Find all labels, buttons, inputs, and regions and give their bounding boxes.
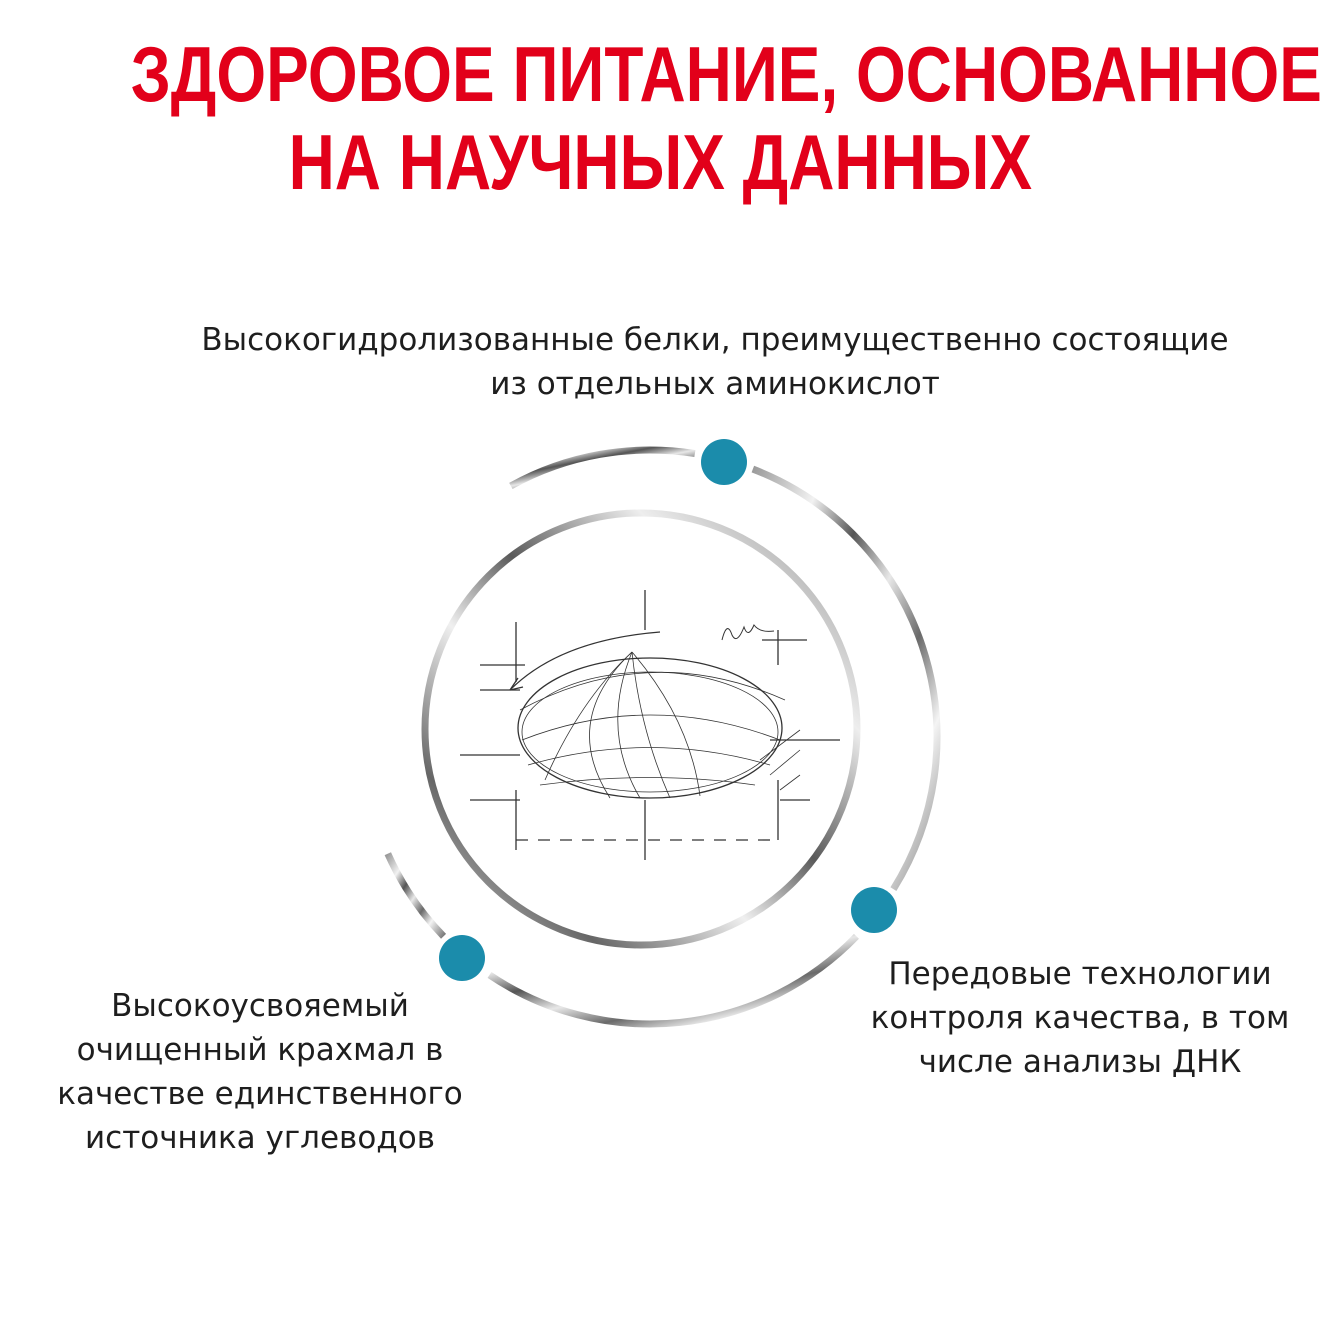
headline-line-1: ЗДОРОВОЕ ПИТАНИЕ, ОСНОВАННОЕ [130, 30, 1320, 118]
outer-ring-arcs [384, 446, 941, 1028]
bullet-dot-right [851, 887, 897, 933]
feature-caption-proteins: Высокогидролизованные белки, преимуществ… [201, 322, 1229, 402]
outer-ring-arc [751, 465, 941, 891]
outer-ring-arc [509, 446, 696, 490]
kibble-sketch-icon [460, 590, 840, 860]
headline-line-2: НА НАУЧНЫХ ДАННЫХ [288, 118, 1032, 206]
feature-caption-starch: Высокоусвояемый очищенный крахмал в каче… [57, 988, 463, 1156]
outer-ring-arc [384, 852, 447, 939]
inner-ring [421, 509, 861, 949]
outer-ring-arc [487, 933, 859, 1028]
bullet-dot-left [439, 935, 485, 981]
bullet-dot-top [701, 439, 747, 485]
feature-caption-quality-control: Передовые технологии контроля качества, … [870, 956, 1290, 1080]
